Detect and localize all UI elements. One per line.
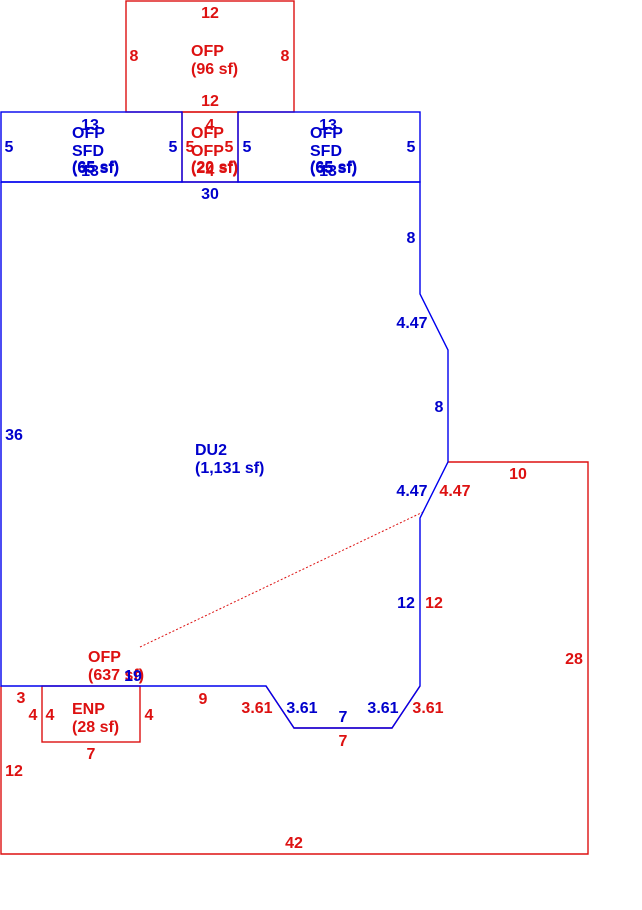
dim-strip-left-inner: 5 — [169, 139, 178, 156]
ofp-top-area: (96 sf) — [191, 61, 238, 78]
dim-du2-right-2: 8 — [435, 399, 444, 416]
dim-strip-right-bottom: 13 — [319, 163, 337, 180]
dim-strip-left-bottom: 13 — [81, 163, 99, 180]
du2-label: DU2 — [195, 442, 227, 459]
dim-strip-mid-bottom: 4 — [206, 163, 215, 180]
enp-area: (28 sf) — [72, 719, 119, 736]
ofp-right-area: (65 sf) — [310, 159, 357, 176]
dim-ofp-notch-bottom: 7 — [339, 733, 348, 750]
dim-du2-bottom-mid: 9 — [199, 691, 208, 708]
sfd-left-label: SFD — [72, 143, 104, 160]
dim-ofp-left-upper: 3 — [17, 690, 26, 707]
ofp-mid-label-b: OFP — [191, 143, 224, 160]
dim-strip-mid-top: 4 — [206, 117, 215, 134]
dim-strip-right-top: 13 — [319, 117, 337, 134]
dim-du2-diag-2: 4.47 — [396, 483, 427, 500]
ofp-large-patio-outline — [0, 461, 589, 855]
dim-top-porch-top: 12 — [201, 5, 219, 22]
dim-top-porch-bottom: 12 — [201, 93, 219, 110]
dim-du2-diag-1: 4.47 — [396, 315, 427, 332]
dim-du2-notch-bottom: 7 — [339, 709, 348, 726]
dim-strip-right-inner: 5 — [243, 139, 252, 156]
dim-du2-bottom-left: 19 — [124, 668, 142, 685]
dim-du2-top: 30 — [201, 186, 219, 203]
dim-du2-right-1: 8 — [407, 230, 416, 247]
dim-enp-bottom: 7 — [87, 746, 96, 763]
dim-top-porch-right: 8 — [281, 48, 290, 65]
dim-strip-left-side: 5 — [5, 139, 14, 156]
enp-label: ENP — [72, 701, 105, 718]
dim-ofp-top: 10 — [509, 466, 527, 483]
dim-strip-left-top: 13 — [81, 117, 99, 134]
dim-du2-notch-left: 3.61 — [286, 700, 317, 717]
dim-ofp-notch-right: 3.61 — [412, 700, 443, 717]
ofp-dotted-leader — [139, 511, 424, 648]
du2-area: (1,131 sf) — [195, 460, 264, 477]
dim-ofp-inner: 12 — [425, 595, 443, 612]
dim-strip-mid-left: 5 — [186, 139, 195, 156]
dim-ofp-right: 28 — [565, 651, 583, 668]
ofp-mid-area-a: (20 sf) — [191, 159, 238, 176]
dim-enp-right: 4 — [145, 707, 154, 724]
ofp-mid-area-b: (20 sf) — [191, 160, 238, 177]
dim-du2-left: 36 — [5, 427, 23, 444]
sfd-left-area: (65 sf) — [72, 160, 119, 177]
ofp-mid-label-a: OFP — [191, 125, 224, 142]
dim-du2-notch-right: 3.61 — [367, 700, 398, 717]
sfd-right-label: SFD — [310, 143, 342, 160]
dim-enp-inner-left: 4 — [46, 707, 55, 724]
dim-ofp-bottom: 42 — [285, 835, 303, 852]
dim-ofp-notch-left: 3.61 — [241, 700, 272, 717]
dim-ofp-diag: 4.47 — [439, 483, 470, 500]
dim-strip-right-side: 5 — [407, 139, 416, 156]
ofp-top-label: OFP — [191, 43, 224, 60]
du2-outline — [0, 181, 449, 729]
ofp-big-label: OFP — [88, 649, 121, 666]
dim-ofp-left-lower: 12 — [5, 763, 23, 780]
ofp-left-label: OFP — [72, 125, 105, 142]
dim-top-porch-left: 8 — [130, 48, 139, 65]
dim-strip-mid-right: 5 — [225, 139, 234, 156]
ofp-big-area: (637 sf) — [88, 667, 144, 684]
ofp-left-area: (65 sf) — [72, 159, 119, 176]
ofp-right-label: OFP — [310, 125, 343, 142]
dim-enp-left: 4 — [29, 707, 38, 724]
dim-du2-right-3: 12 — [397, 595, 415, 612]
sfd-right-area: (65 sf) — [310, 160, 357, 177]
